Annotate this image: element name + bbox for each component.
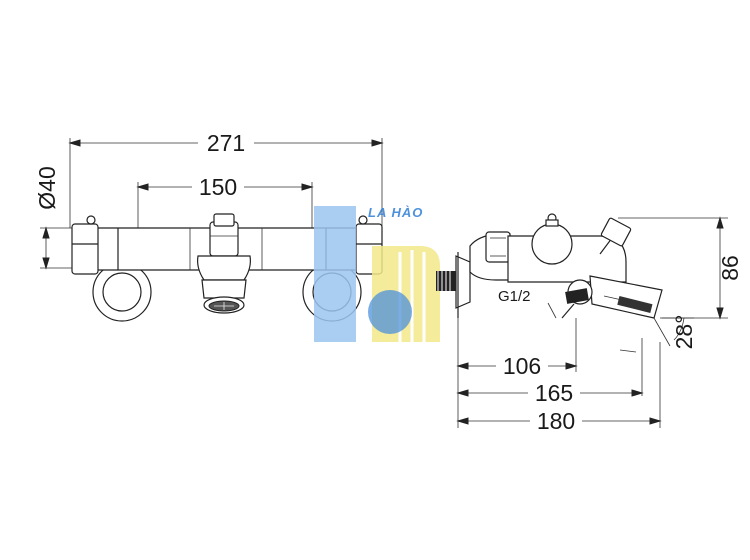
thread-callout: G1/2 — [498, 288, 557, 319]
dim-106-label: 106 — [503, 353, 541, 379]
spout-outlet — [197, 255, 251, 314]
dimension-180: 180 — [456, 408, 662, 434]
eccentric-connector — [469, 231, 511, 281]
dimension-106: 106 — [456, 353, 578, 379]
dim-165-label: 165 — [535, 380, 573, 406]
dimension-overall-width: 271 — [68, 130, 384, 228]
watermark-dot — [368, 290, 412, 334]
side-diverter-knob — [599, 217, 632, 255]
dim-28-label: 28° — [671, 315, 697, 350]
dim-180-label: 180 — [537, 408, 575, 434]
dim-diameter-label: Ø40 — [34, 166, 60, 209]
wall-connector — [436, 252, 471, 318]
dimension-angle: 28° — [653, 315, 697, 350]
side-body — [507, 213, 627, 283]
dim-150-label: 150 — [199, 174, 237, 200]
left-wall-flange — [92, 262, 152, 322]
brand-watermark: LA HÀO — [314, 205, 440, 342]
watermark-brand-text: LA HÀO — [368, 205, 423, 220]
diverter-knob — [209, 213, 239, 257]
shower-connector — [561, 279, 593, 319]
dim-86-label: 86 — [717, 255, 743, 281]
dimension-inlet-centers: 150 — [136, 174, 314, 250]
side-view: G1/2 86 28° — [436, 213, 743, 434]
dimension-165: 165 — [456, 380, 644, 406]
dim-271-label: 271 — [207, 130, 245, 156]
thread-label: G1/2 — [498, 288, 531, 305]
front-view: 271 150 Ø40 — [34, 130, 384, 322]
left-handle — [71, 215, 99, 275]
watermark-bar — [314, 206, 356, 342]
